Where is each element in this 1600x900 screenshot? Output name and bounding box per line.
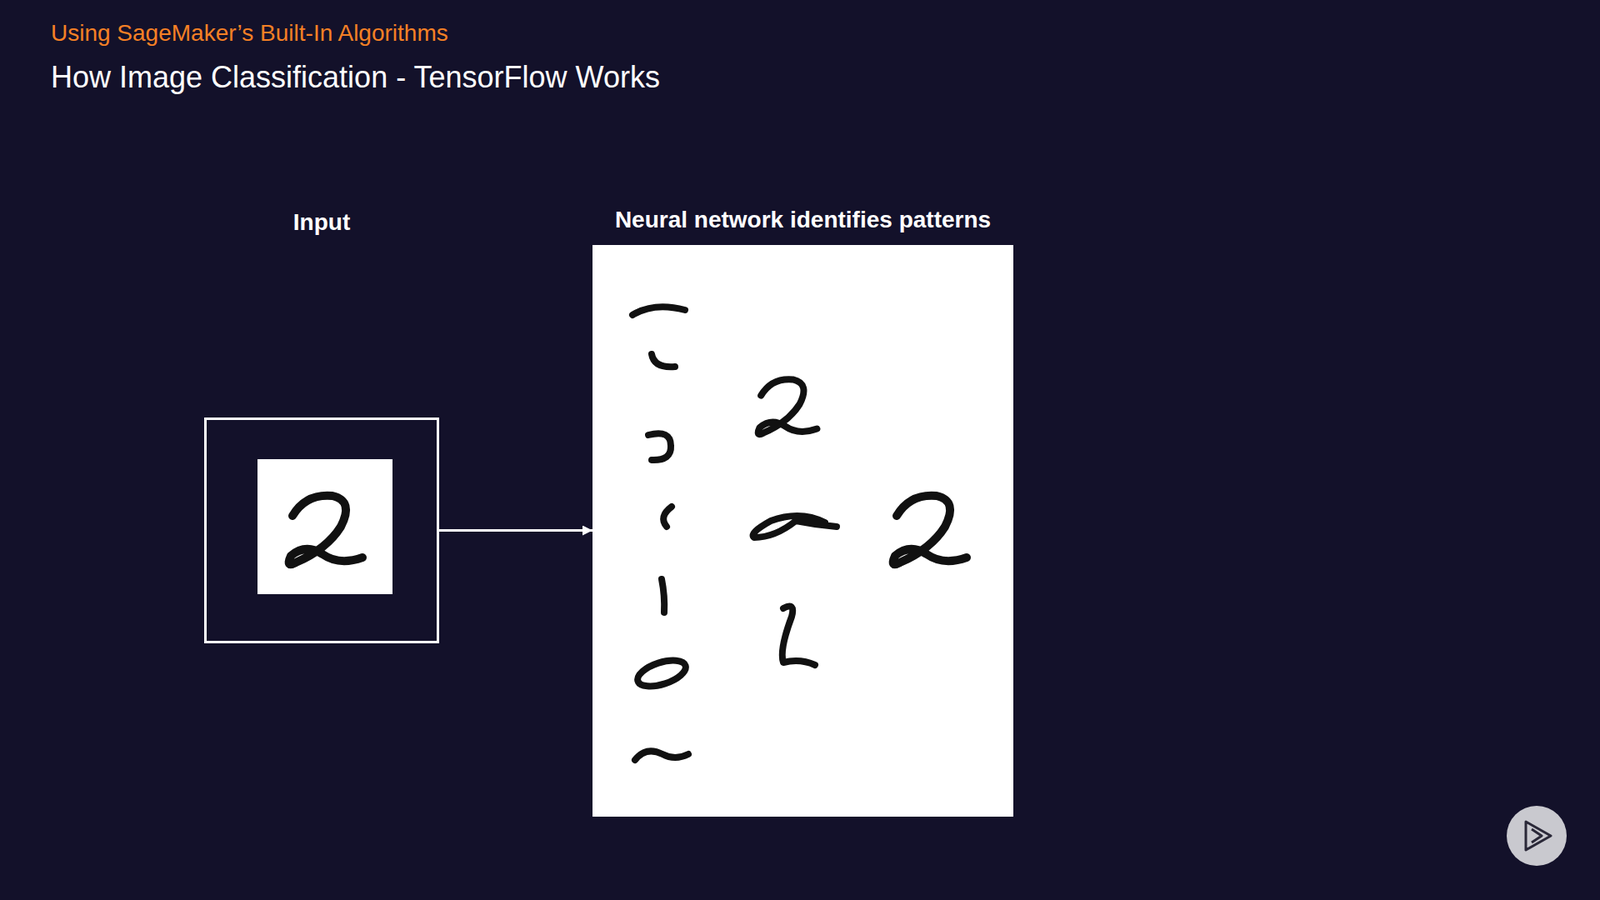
node-heading: Input [293, 207, 350, 238]
input-image [257, 459, 393, 595]
pattern-fragments [632, 306, 837, 760]
input-box: Input [204, 417, 440, 644]
pattern-panel-box: Neural network identifies patterns [592, 245, 1014, 817]
pattern-panel [592, 245, 1014, 817]
flow-arrow [439, 529, 593, 532]
play-button [1506, 805, 1567, 866]
node-heading: Neural network identifies patterns [615, 205, 991, 235]
digit-two [758, 379, 818, 435]
play-icon [1525, 821, 1551, 850]
digit-two [289, 495, 363, 565]
section-subtitle: Using SageMaker’s Built-In Algorithms [50, 18, 449, 49]
slide-title: How Image Classification - TensorFlow Wo… [50, 60, 660, 95]
digit-two [893, 495, 967, 565]
